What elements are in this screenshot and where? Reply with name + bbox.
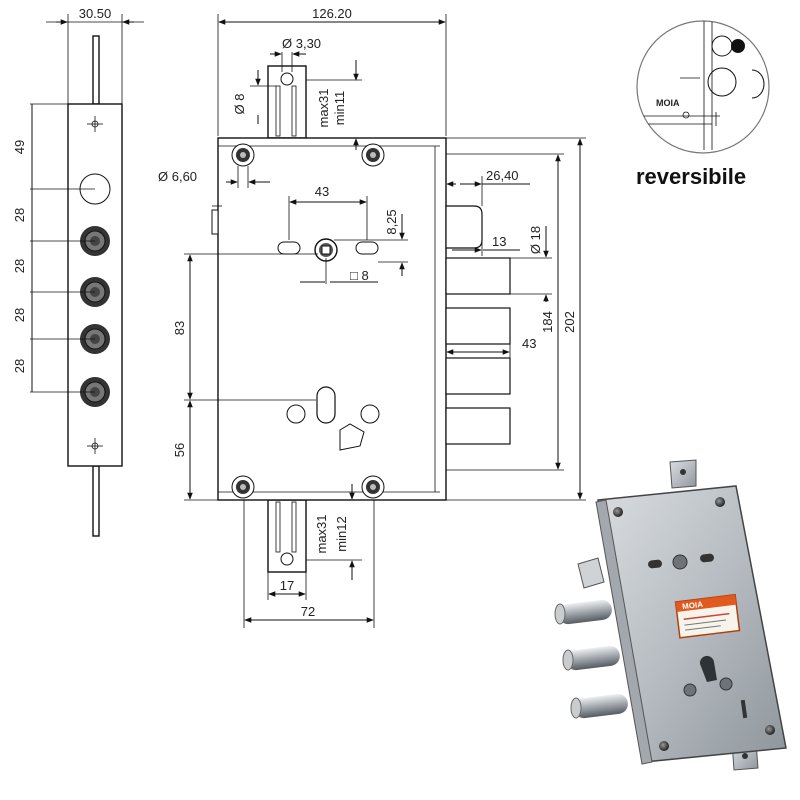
dim-49: 49 [12,140,27,154]
deadbolt-2 [445,307,511,345]
lock-case [217,137,447,501]
dim-bolt-43: 43 [522,336,536,351]
case-screw-top-left [231,143,255,167]
dim-184: 184 [540,311,555,333]
photo-label-brand: MOIA [682,600,704,612]
dim-square-8: □ 8 [350,268,369,283]
case-screw-top-right [361,143,385,167]
faceplate-bottom-tab [92,465,100,537]
dim-17: 17 [280,578,294,593]
deadbolt-3 [445,357,511,395]
top-bracket-hole [280,72,294,86]
dim-faceplate-width: 30.50 [79,6,112,21]
cylinder-screw-left [286,404,306,424]
dim-56: 56 [172,443,187,457]
bottom-bracket-hole [280,552,294,566]
photo-cylinder [699,655,717,682]
inset-logo: MOIA [656,98,680,108]
faceplate-screw-top [87,116,103,132]
photo-bolt-3 [570,693,628,719]
product-photo: MOIA [554,459,787,771]
photo-bolt-1 [554,599,612,625]
deadbolt-4 [445,407,511,445]
dim-pitch-28-1: 28 [12,208,27,222]
dim-max31-top: max31 [316,88,331,127]
dim-pitch-28-3: 28 [12,308,27,322]
reversible-caption: reversibile [636,164,747,189]
dim-mount-hole: Ø 6,60 [158,169,197,184]
spindle-square [321,245,331,255]
dim-handle-spacing: 43 [315,184,329,199]
top-bracket [267,65,307,139]
dim-pitch-28-4: 28 [12,359,27,373]
faceplate-screw-bottom [87,438,103,454]
bottom-bracket [267,499,307,573]
dim-slot-8: Ø 8 [232,94,247,115]
dim-min11: min11 [332,91,347,125]
faceplate-view: 30.50 49 28 28 28 28 [12,6,144,537]
dim-max31-bottom: max31 [314,514,329,553]
deadbolt-1 [445,257,511,295]
dim-hole-dia-small: Ø 3,30 [282,36,321,51]
dim-202: 202 [562,311,577,333]
dim-min12: min12 [334,516,349,551]
latch-bolt [445,205,483,249]
dim-offset-8-25: 8,25 [384,209,399,234]
faceplate-top-tab [92,35,100,105]
dim-body-width: 126.20 [312,6,352,21]
cylinder-cutout [316,386,336,424]
cylinder-screw-right [360,404,380,424]
dim-83: 83 [172,321,187,335]
case-screw-bottom-left [231,475,255,499]
photo-product-label: MOIA [674,593,741,639]
case-screw-bottom-right [361,475,385,499]
dim-72: 72 [301,604,315,619]
lock-body-view: 126.20 Ø 3,30 Ø 8 max31 min11 Ø 6,60 43 [158,6,586,628]
inset-circle [636,20,770,154]
photo-bolt-2 [562,645,620,671]
dim-latch-26-40: 26,40 [486,168,519,183]
dim-bolt-dia: Ø 18 [528,226,543,254]
handle-slot-right [355,241,379,255]
dim-bolt-13: 13 [492,234,506,249]
cam-lever [339,423,365,451]
reversible-inset: MOIA [636,20,770,154]
dim-pitch-28-2: 28 [12,259,27,273]
